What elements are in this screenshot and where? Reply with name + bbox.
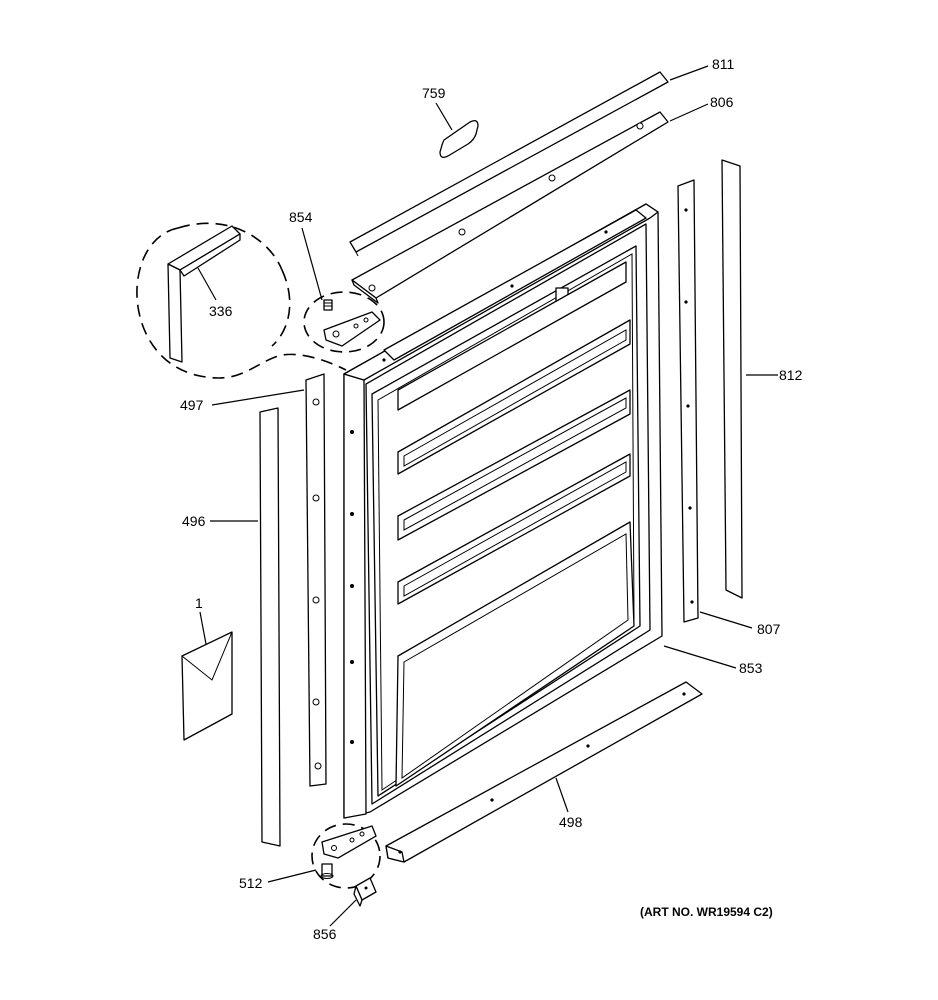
leader-1 <box>199 611 207 645</box>
callout-512: 512 <box>239 875 263 891</box>
callout-812: 812 <box>779 367 803 383</box>
part-856-bracket <box>353 877 377 907</box>
leader-497 <box>211 389 305 406</box>
callout-856: 856 <box>313 926 337 942</box>
callout-labels: 811 806 759 854 336 497 496 1 812 807 85… <box>180 56 803 942</box>
callout-759: 759 <box>422 85 446 101</box>
leader-807 <box>699 611 753 629</box>
callout-854: 854 <box>289 209 313 225</box>
part-497-left-trim-bar <box>305 373 327 787</box>
leader-853 <box>663 645 737 669</box>
part-512-bottom-hinge <box>311 823 381 889</box>
callout-807: 807 <box>757 621 781 637</box>
leader-498 <box>555 777 569 813</box>
leader-759 <box>435 102 453 131</box>
part-1-envelope <box>181 631 233 741</box>
part-853-door-panel <box>343 203 663 819</box>
callout-1: 1 <box>195 595 203 611</box>
callout-811: 811 <box>712 56 735 72</box>
callout-853: 853 <box>739 660 763 676</box>
leader-856 <box>329 899 357 927</box>
part-759-badge <box>439 120 479 158</box>
leader-854 <box>301 227 323 301</box>
callout-497: 497 <box>180 397 204 413</box>
callout-498: 498 <box>559 814 583 830</box>
callout-336: 336 <box>209 303 233 319</box>
leader-336 <box>197 267 217 301</box>
part-806-top-bar <box>351 111 669 304</box>
callout-496: 496 <box>182 513 206 529</box>
part-807-right-trim-bar <box>677 179 699 623</box>
part-812-right-side-strip <box>721 159 743 599</box>
leader-512 <box>267 869 317 883</box>
part-496-left-side-strip <box>259 407 281 847</box>
leader-806 <box>669 103 709 122</box>
callout-806: 806 <box>710 94 734 110</box>
part-498-bottom-bar <box>385 681 703 863</box>
leader-811 <box>669 65 709 81</box>
part-811-top-trim <box>349 71 669 257</box>
art-number: (ART NO. WR19594 C2) <box>640 905 773 919</box>
part-336-corner-gasket <box>136 222 347 379</box>
leader-lines <box>197 65 778 927</box>
part-854-top-hinge <box>303 291 385 353</box>
